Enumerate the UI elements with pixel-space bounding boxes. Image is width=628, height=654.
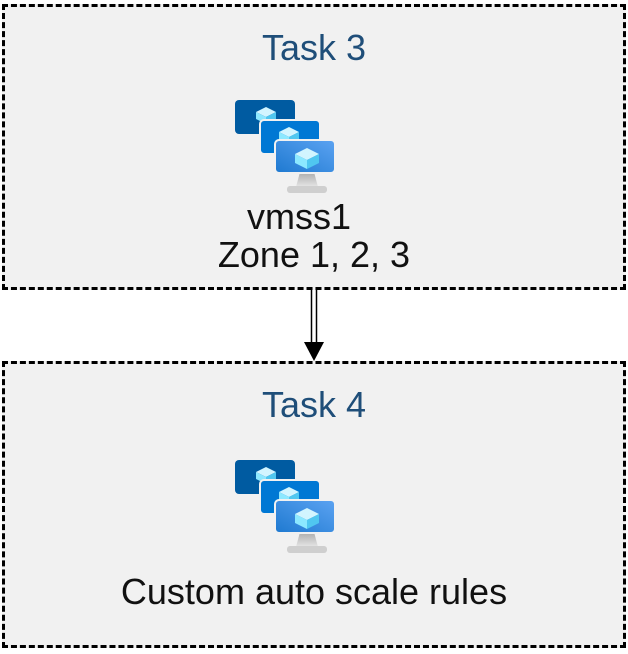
vmss-name-label: vmss1 [246,196,351,237]
vm-scale-sets-icon [235,460,336,553]
monitor-stand [287,532,327,553]
task4-title: Task 4 [261,384,367,425]
task3-title: Task 3 [261,27,367,68]
down-arrow [304,288,324,361]
vm-scale-sets-icon [235,100,336,193]
monitor-front [274,139,336,174]
task3-box: Task 3 [2,4,626,290]
autoscale-rules-label: Custom auto scale rules [120,571,508,612]
zones-label: Zone 1, 2, 3 [217,234,411,275]
monitor-stand [287,172,327,193]
task3-caption: vmss1 Zone 1, 2, 3 [5,198,623,274]
task4-box: Task 4 [2,361,626,648]
monitor-front [274,499,336,534]
cube-icon [295,508,319,529]
cube-icon [295,148,319,169]
task4-caption: Custom auto scale rules [5,573,623,611]
